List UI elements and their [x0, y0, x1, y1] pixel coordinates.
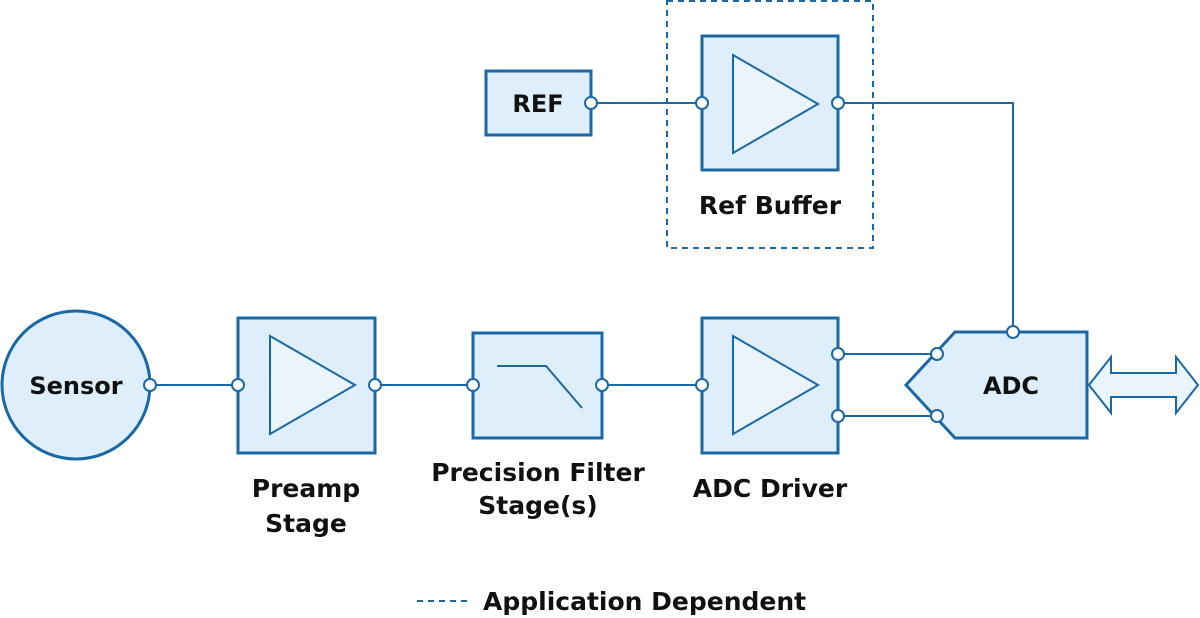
bidirectional-arrow-icon	[1087, 354, 1200, 416]
adc-driver-amplifier-icon	[732, 334, 821, 436]
adc-driver-output-positive-pin	[831, 347, 845, 361]
sensor-label: Sensor	[29, 372, 122, 400]
legend-label: Application Dependent	[483, 587, 806, 616]
filter-label-line2: Stage(s)	[478, 491, 597, 520]
preamp-amplifier-icon	[269, 334, 358, 436]
filter-output-pin	[595, 378, 609, 392]
adc-driver-output-negative-pin	[831, 409, 845, 423]
filter-label-line1: Precision Filter	[431, 458, 645, 487]
sensor-output-pin	[143, 378, 157, 392]
adc-input-negative-pin	[930, 409, 944, 423]
ref-buffer-label: Ref Buffer	[699, 191, 842, 220]
ref-buffer-input-pin	[695, 96, 709, 110]
wire-buffer-adc-ref	[838, 102, 1014, 332]
preamp-label-line1: Preamp	[252, 474, 360, 503]
preamp-output-pin	[368, 378, 382, 392]
preamp-label-line2: Stage	[265, 509, 347, 538]
adc-label: ADC	[983, 372, 1039, 400]
ref-output-pin	[584, 96, 598, 110]
ref-label: REF	[512, 90, 563, 118]
filter-block	[471, 331, 604, 440]
ref-buffer-amplifier-icon	[732, 53, 821, 155]
adc-ref-input-pin	[1006, 325, 1020, 339]
adc-input-positive-pin	[930, 347, 944, 361]
adc-driver-input-pin	[695, 378, 709, 392]
preamp-input-pin	[231, 378, 245, 392]
adc-block	[903, 330, 1089, 440]
lowpass-filter-icon	[497, 365, 583, 409]
adc-driver-label: ADC Driver	[693, 474, 848, 503]
application-dependent-region	[666, 0, 874, 249]
ref-buffer-output-pin	[831, 96, 845, 110]
filter-input-pin	[466, 378, 480, 392]
